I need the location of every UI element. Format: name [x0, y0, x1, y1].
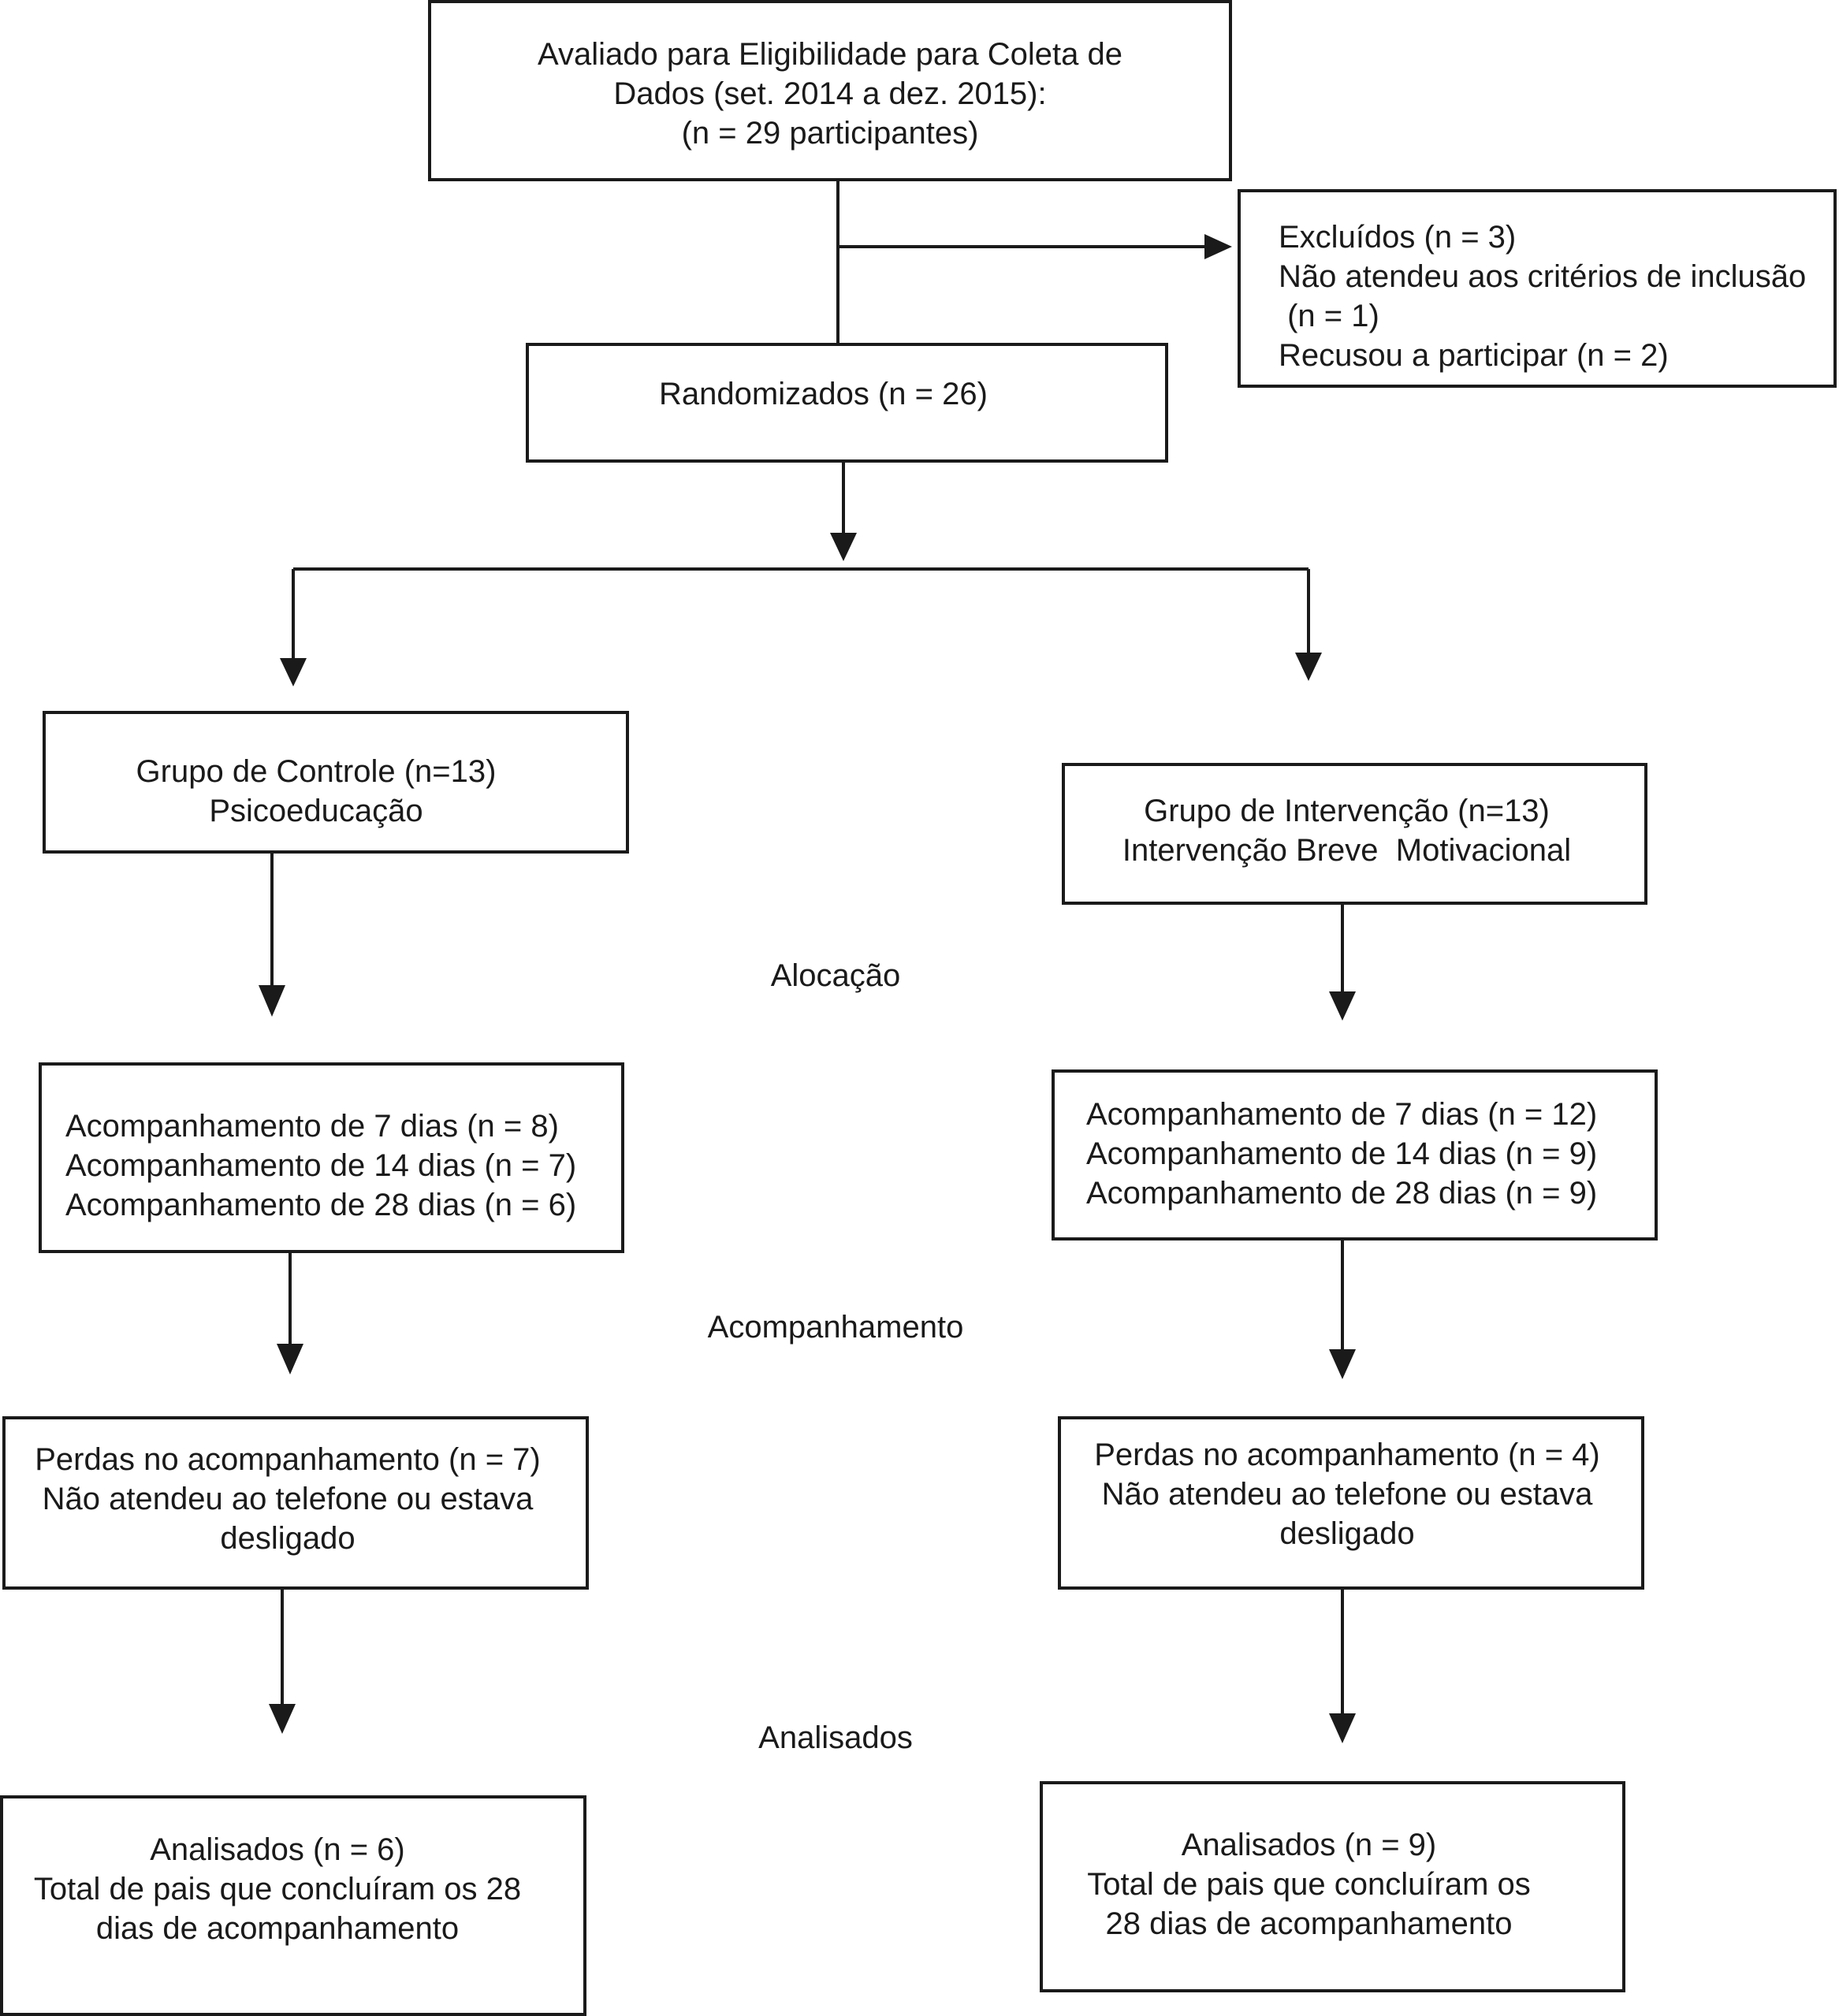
excluded-line-2: Não atendeu aos critérios de inclusão — [1279, 259, 1807, 294]
control-analysed-line-2: Total de pais que concluíram os 28 — [33, 1872, 522, 1906]
intervention-losses-line-3: desligado — [1279, 1516, 1415, 1551]
arrowhead-intervention-analysed — [1329, 1713, 1356, 1743]
control-followup-line-2: Acompanhamento de 14 dias (n = 7) — [65, 1148, 577, 1183]
intervention-losses-box: Perdas no acompanhamento (n = 4) Não ate… — [1058, 1416, 1644, 1590]
control-losses-line-1: Perdas no acompanhamento (n = 7) — [35, 1442, 541, 1477]
eligibility-line-3: (n = 29 participantes) — [681, 116, 979, 151]
intervention-group-line-2: Intervenção Breve Motivacional — [1122, 833, 1572, 868]
control-group-line-2: Psicoeducação — [209, 794, 423, 828]
control-analysed-box: Analisados (n = 6) Total de pais que con… — [0, 1795, 586, 2016]
arrowhead-randomized — [830, 533, 857, 561]
control-losses-line-2: Não atendeu ao telefone ou estava — [42, 1482, 534, 1516]
eligibility-box: Avaliado para Eligibilidade para Coleta … — [428, 0, 1232, 181]
control-followup-line-3: Acompanhamento de 28 dias (n = 6) — [65, 1188, 577, 1222]
excluded-line-4: Recusou a participar (n = 2) — [1279, 338, 1669, 373]
intervention-losses-line-1: Perdas no acompanhamento (n = 4) — [1094, 1438, 1600, 1472]
intervention-analysed-line-3: 28 dias de acompanhamento — [1105, 1906, 1513, 1941]
intervention-group-box: Grupo de Intervenção (n=13) Intervenção … — [1062, 763, 1647, 905]
control-followup-line-1: Acompanhamento de 7 dias (n = 8) — [65, 1109, 559, 1144]
stage-label-followup: Acompanhamento — [707, 1310, 964, 1345]
excluded-line-1: Excluídos (n = 3) — [1279, 220, 1517, 255]
arrowhead-control-analysed — [269, 1704, 296, 1734]
arrowhead-left-branch — [280, 658, 307, 686]
randomized-label: Randomizados (n = 26) — [659, 377, 988, 411]
intervention-analysed-line-2: Total de pais que concluíram os — [1087, 1867, 1531, 1902]
intervention-losses-line-2: Não atendeu ao telefone ou estava — [1101, 1477, 1593, 1512]
control-followup-box: Acompanhamento de 7 dias (n = 8) Acompan… — [39, 1062, 624, 1253]
intervention-analysed-box: Analisados (n = 9) Total de pais que con… — [1040, 1781, 1625, 1992]
arrowhead-excluded — [1204, 234, 1232, 259]
intervention-group-line-1: Grupo de Intervenção (n=13) — [1144, 794, 1550, 828]
eligibility-line-1: Avaliado para Eligibilidade para Coleta … — [538, 37, 1122, 72]
control-analysed-line-1: Analisados (n = 6) — [150, 1832, 405, 1867]
arrowhead-control-losses — [277, 1344, 303, 1374]
randomized-box: Randomizados (n = 26) — [526, 343, 1168, 463]
intervention-followup-line-3: Acompanhamento de 28 dias (n = 9) — [1086, 1176, 1598, 1211]
arrowhead-intervention-followup — [1329, 991, 1356, 1021]
intervention-followup-line-2: Acompanhamento de 14 dias (n = 9) — [1086, 1136, 1598, 1171]
control-group-box: Grupo de Controle (n=13) Psicoeducação — [43, 711, 629, 854]
intervention-followup-line-1: Acompanhamento de 7 dias (n = 12) — [1086, 1097, 1598, 1132]
stage-label-allocation: Alocação — [770, 958, 901, 993]
stage-label-analysed: Analisados — [758, 1720, 913, 1755]
arrowhead-intervention-losses — [1329, 1349, 1356, 1379]
control-analysed-line-3: dias de acompanhamento — [95, 1911, 460, 1946]
excluded-line-3: (n = 1) — [1279, 299, 1379, 333]
control-group-line-1: Grupo de Controle (n=13) — [136, 754, 497, 789]
excluded-box: Excluídos (n = 3) Não atendeu aos critér… — [1238, 189, 1837, 388]
arrowhead-right-branch — [1295, 653, 1322, 681]
eligibility-line-2: Dados (set. 2014 a dez. 2015): — [613, 76, 1047, 111]
control-losses-line-3: desligado — [220, 1521, 356, 1556]
control-losses-box: Perdas no acompanhamento (n = 7) Não ate… — [2, 1416, 589, 1590]
arrowhead-control-followup — [259, 985, 285, 1017]
intervention-followup-box: Acompanhamento de 7 dias (n = 12) Acompa… — [1052, 1069, 1658, 1240]
intervention-analysed-line-1: Analisados (n = 9) — [1181, 1828, 1437, 1862]
